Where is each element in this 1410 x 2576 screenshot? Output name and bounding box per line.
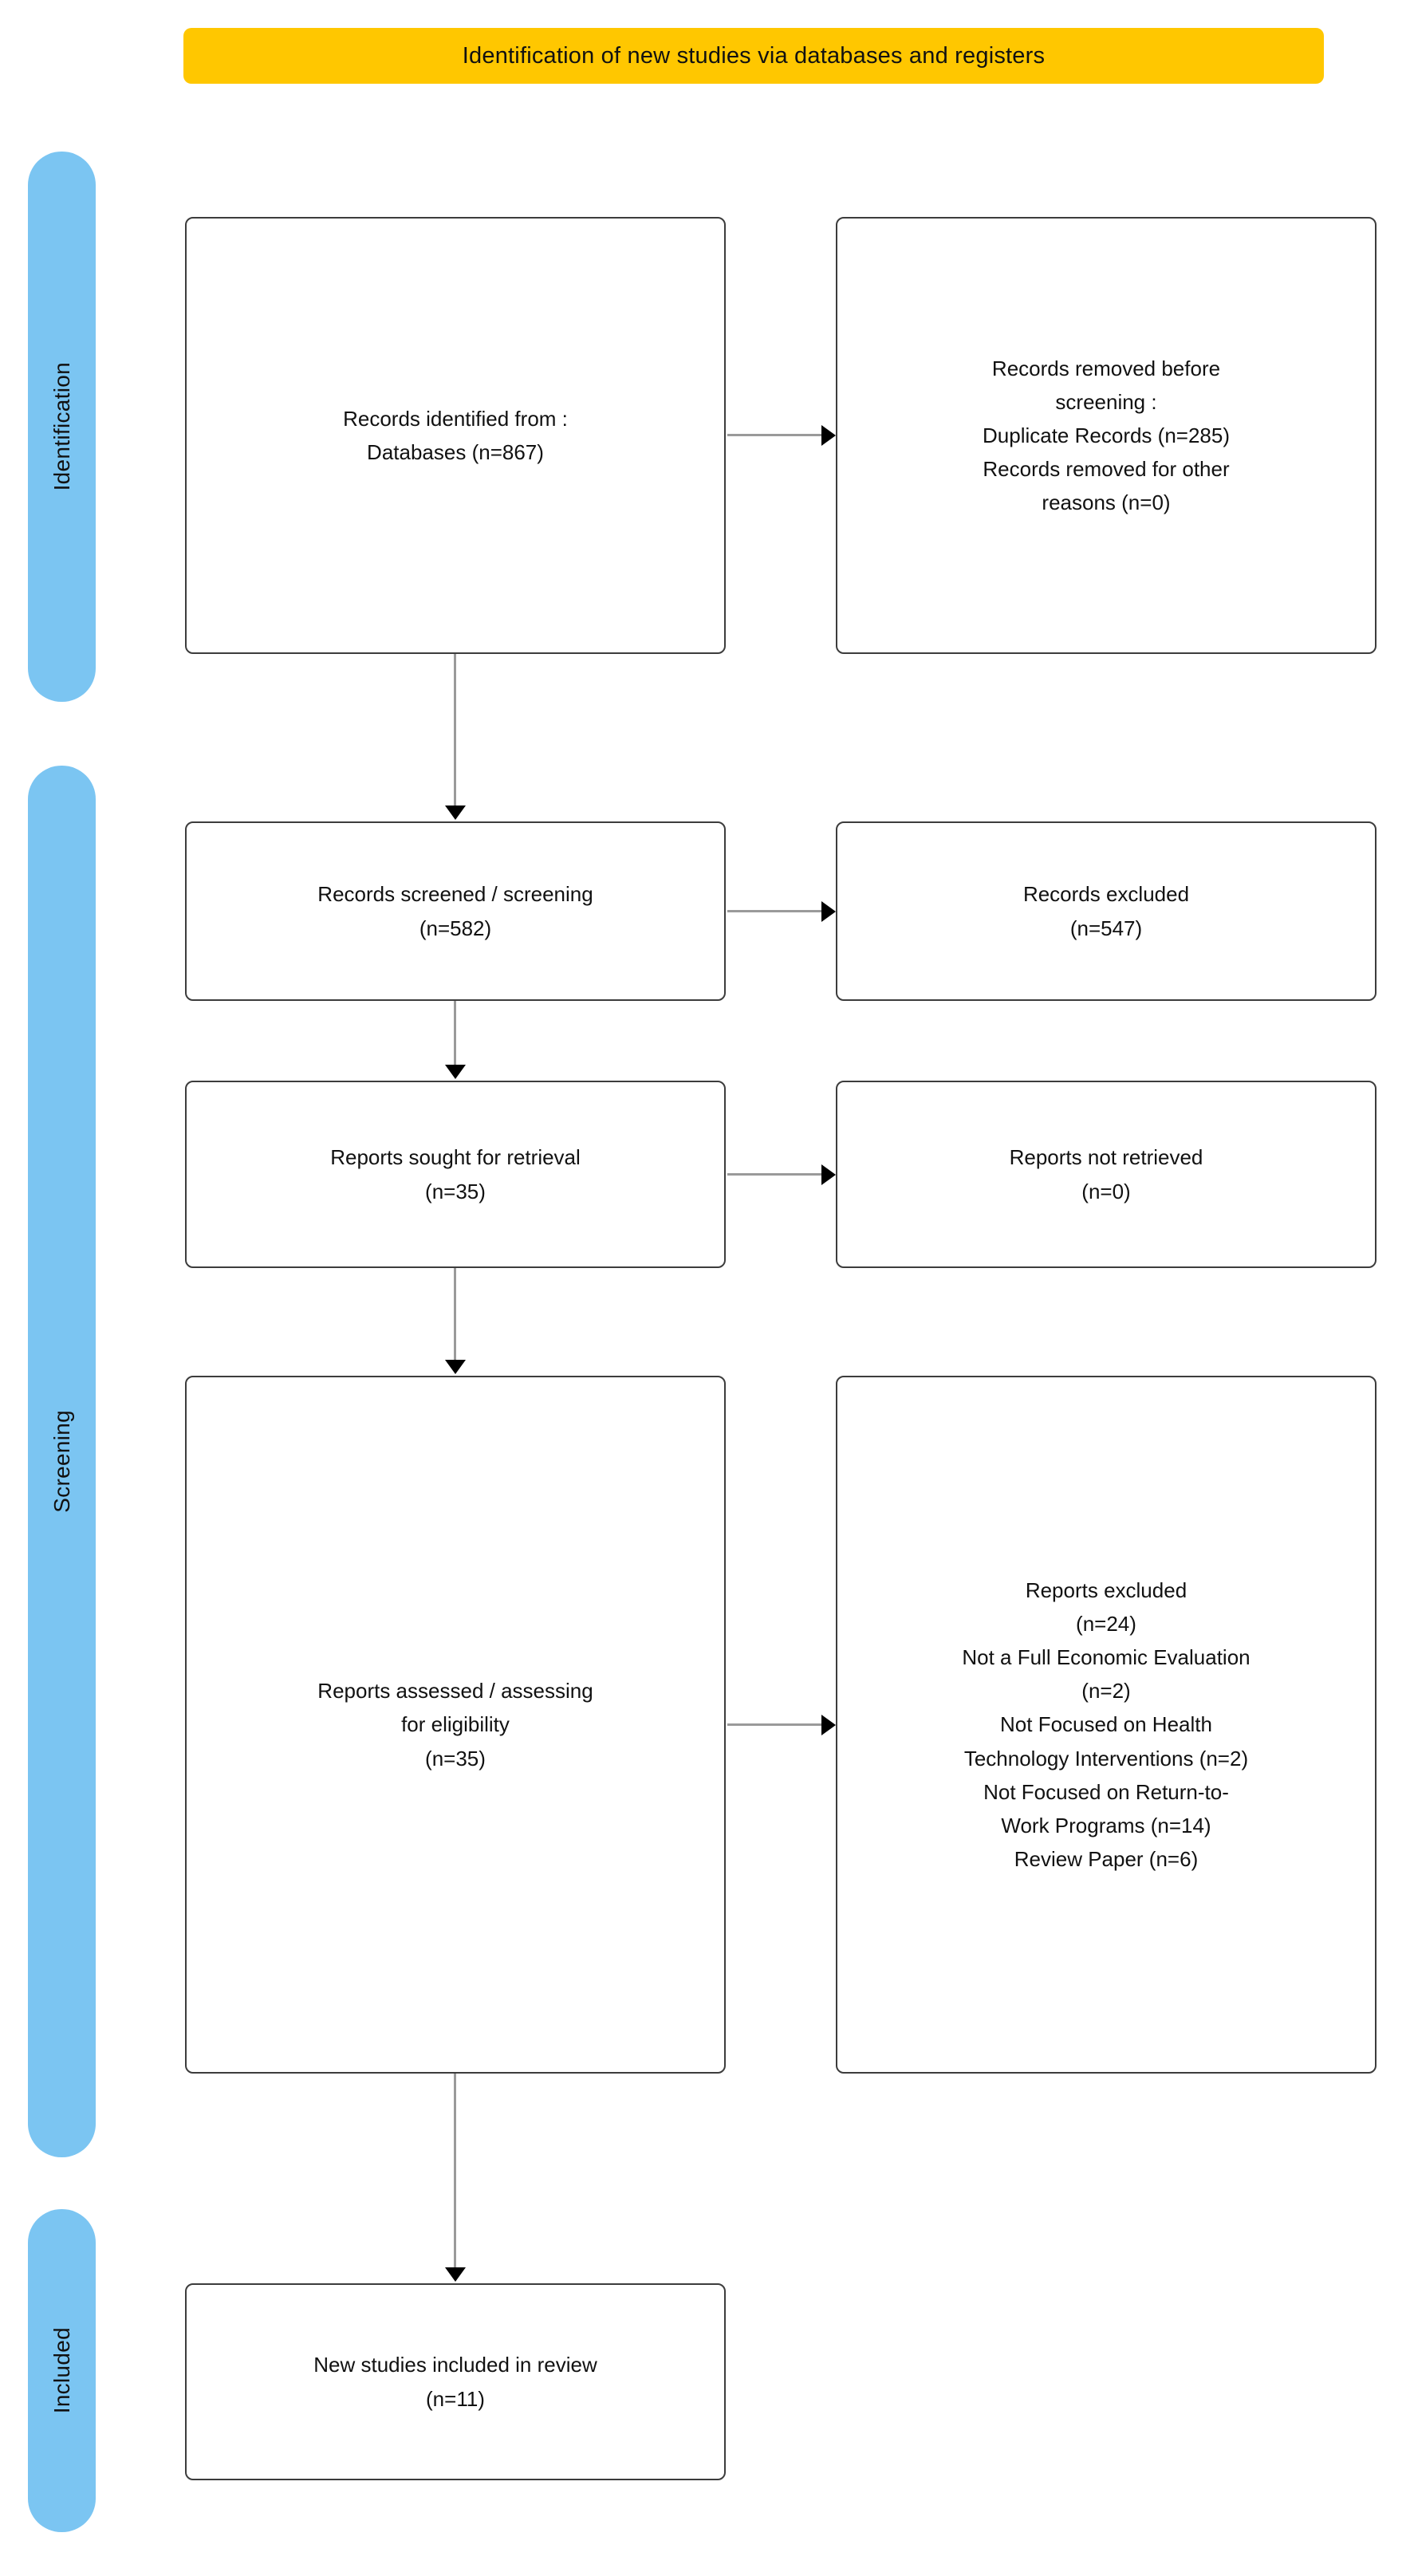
flow-box-records-excluded: Records excluded (n=547) bbox=[836, 821, 1377, 1001]
arrow-shaft bbox=[727, 1173, 821, 1176]
arrow-shaft bbox=[727, 910, 821, 912]
arrow-head-right-icon bbox=[821, 901, 836, 922]
arrow-shaft bbox=[727, 434, 821, 436]
arrow-head-right-icon bbox=[821, 1164, 836, 1185]
flow-box-text: Records excluded (n=547) bbox=[1022, 882, 1190, 940]
stage-rail-label: Screening bbox=[49, 1410, 74, 1513]
arrow-head-down-icon bbox=[445, 2267, 466, 2282]
flow-box-text: Records screened / screening (n=582) bbox=[317, 882, 593, 940]
stage-rail-included: Included bbox=[28, 2209, 96, 2532]
arrow-shaft bbox=[454, 1001, 456, 1065]
arrow-shaft bbox=[454, 2074, 456, 2267]
flow-box-text: Reports not retrieved (n=0) bbox=[1009, 1145, 1203, 1203]
flow-box-records-identified: Records identified from : Databases (n=8… bbox=[185, 217, 726, 654]
flow-box-records-removed-before-screening: Records removed before screening : Dupli… bbox=[836, 217, 1377, 654]
flow-box-text: New studies included in review (n=11) bbox=[313, 2353, 597, 2411]
stage-rail-label: Included bbox=[49, 2327, 74, 2414]
arrow-shaft bbox=[454, 654, 456, 805]
flow-box-text: Records removed before screening : Dupli… bbox=[983, 356, 1230, 515]
stage-rail-screening: Screening bbox=[28, 766, 96, 2157]
page-title: Identification of new studies via databa… bbox=[462, 42, 1046, 69]
flow-box-text: Records identified from : Databases (n=8… bbox=[343, 406, 568, 464]
arrow-shaft bbox=[727, 1723, 821, 1726]
flow-box-reports-sought-for-retrieval: Reports sought for retrieval (n=35) bbox=[185, 1081, 726, 1268]
arrow-head-down-icon bbox=[445, 805, 466, 820]
flow-box-text: Reports excluded (n=24) Not a Full Econo… bbox=[962, 1578, 1250, 1871]
flow-box-reports-not-retrieved: Reports not retrieved (n=0) bbox=[836, 1081, 1377, 1268]
stage-rail-identification: Identification bbox=[28, 152, 96, 702]
stage-rail-label: Identification bbox=[49, 362, 74, 491]
arrow-head-down-icon bbox=[445, 1065, 466, 1079]
arrow-head-down-icon bbox=[445, 1360, 466, 1374]
arrow-shaft bbox=[454, 1268, 456, 1360]
flow-box-records-screened: Records screened / screening (n=582) bbox=[185, 821, 726, 1001]
header-banner: Identification of new studies via databa… bbox=[183, 28, 1324, 84]
arrow-head-right-icon bbox=[821, 425, 836, 446]
flow-box-reports-assessed-for-eligibility: Reports assessed / assessing for eligibi… bbox=[185, 1376, 726, 2074]
flow-box-new-studies-included: New studies included in review (n=11) bbox=[185, 2283, 726, 2480]
flow-box-reports-excluded: Reports excluded (n=24) Not a Full Econo… bbox=[836, 1376, 1377, 2074]
flow-box-text: Reports assessed / assessing for eligibi… bbox=[317, 1679, 593, 1771]
arrow-head-right-icon bbox=[821, 1715, 836, 1735]
flow-box-text: Reports sought for retrieval (n=35) bbox=[330, 1145, 581, 1203]
